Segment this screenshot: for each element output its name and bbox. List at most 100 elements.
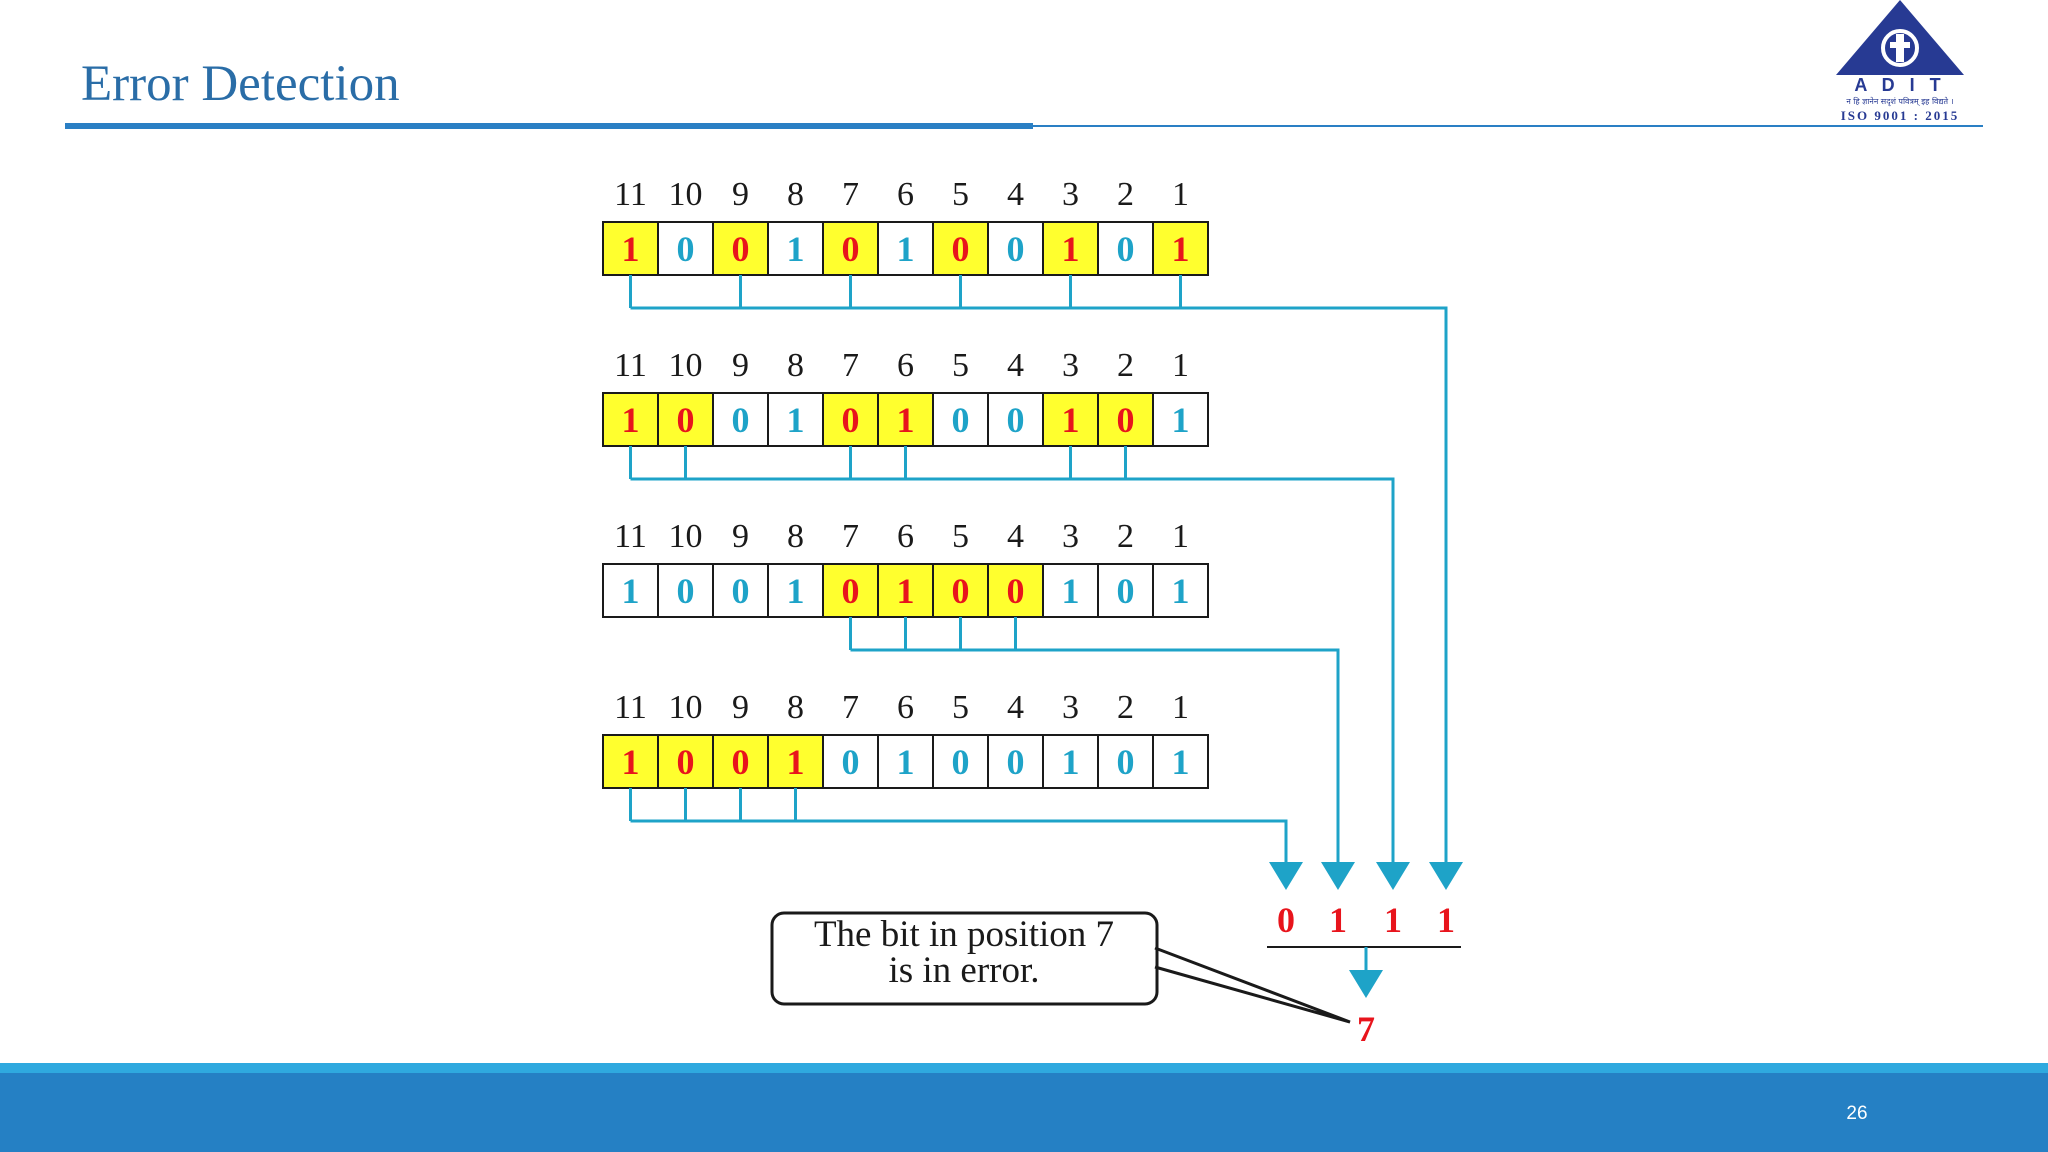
bit-value-6: 1 (897, 229, 915, 269)
position-label-11: 11 (614, 689, 647, 726)
slide-title: Error Detection (81, 56, 400, 112)
bit-value-6: 1 (897, 400, 915, 440)
parity-connectors (629, 275, 1463, 890)
logo-emblem-cross (1890, 42, 1910, 48)
position-label-9: 9 (732, 347, 749, 384)
connector-arrow-4 (1269, 862, 1303, 890)
bit-value-10: 0 (677, 229, 695, 269)
callout-line-1: The bit in position 7 (813, 914, 1115, 955)
slide-number: 26 (1846, 1103, 1868, 1124)
bit-cell-8 (767, 221, 824, 276)
connector-bus-4 (630, 819, 1288, 862)
callout-bubble (770, 911, 1351, 1024)
bit-value-11: 1 (622, 400, 640, 440)
position-label-6: 6 (897, 347, 914, 384)
bit-cell-9 (712, 221, 769, 276)
bit-value-11: 1 (622, 229, 640, 269)
bit-value-9: 0 (732, 742, 750, 782)
position-label-3: 3 (1062, 176, 1079, 213)
callout-box (770, 911, 1159, 1006)
syndrome-bit-2: 1 (1329, 900, 1347, 940)
bit-cell-7 (822, 221, 879, 276)
syndrome-bit-1: 0 (1277, 900, 1295, 940)
bit-value-7: 0 (842, 571, 860, 611)
position-label-7: 7 (842, 689, 859, 726)
position-label-8: 8 (787, 347, 804, 384)
callout-line-2: is in error. (888, 950, 1040, 991)
bit-cell-9 (712, 734, 769, 789)
logo-certification: ISO 9001 : 2015 (1841, 108, 1959, 123)
bit-cell-7 (822, 392, 879, 447)
position-label-9: 9 (732, 689, 749, 726)
position-label-2: 2 (1117, 518, 1134, 555)
bit-cell-3 (1042, 563, 1099, 618)
bit-cell-2 (1097, 734, 1154, 789)
bit-cell-9 (712, 392, 769, 447)
bit-value-11: 1 (622, 571, 640, 611)
position-label-11: 11 (614, 176, 647, 213)
bit-value-3: 1 (1062, 742, 1080, 782)
bit-value-2: 0 (1117, 742, 1135, 782)
bit-value-4: 0 (1007, 229, 1025, 269)
position-label-3: 3 (1062, 518, 1079, 555)
bit-value-2: 0 (1117, 400, 1135, 440)
bit-cell-7 (822, 563, 879, 618)
bit-cell-2 (1097, 221, 1154, 276)
bit-cell-6 (877, 563, 934, 618)
title-underline-thick (65, 123, 1033, 129)
bit-cell-4 (987, 563, 1044, 618)
bit-cell-1 (1152, 392, 1209, 447)
connector-arrow-1 (1429, 862, 1463, 890)
bit-value-9: 0 (732, 400, 750, 440)
logo-motto: न हि ज्ञानेन सदृशं पवित्रम् इह विद्यते । (1846, 96, 1953, 107)
position-label-7: 7 (842, 347, 859, 384)
position-label-4: 4 (1007, 689, 1024, 726)
bit-value-10: 0 (677, 571, 695, 611)
bit-value-1: 1 (1172, 229, 1190, 269)
bit-value-7: 0 (842, 742, 860, 782)
bit-value-5: 0 (952, 229, 970, 269)
logo-name: A D I T (1854, 75, 1945, 95)
bit-value-8: 1 (787, 742, 805, 782)
connector-bus-3 (850, 648, 1340, 862)
bit-cell-11 (602, 392, 659, 447)
position-label-3: 3 (1062, 689, 1079, 726)
bit-value-3: 1 (1062, 400, 1080, 440)
bit-cell-2 (1097, 563, 1154, 618)
position-label-6: 6 (897, 689, 914, 726)
bit-cell-4 (987, 392, 1044, 447)
bit-value-1: 1 (1172, 742, 1190, 782)
position-label-10: 10 (669, 176, 703, 213)
position-label-8: 8 (787, 689, 804, 726)
bit-cell-3 (1042, 392, 1099, 447)
position-label-6: 6 (897, 176, 914, 213)
bit-value-10: 0 (677, 400, 695, 440)
bit-cell-5 (932, 563, 989, 618)
position-label-5: 5 (952, 518, 969, 555)
error-position-value: 7 (1357, 1009, 1375, 1049)
position-label-9: 9 (732, 518, 749, 555)
bit-cell-1 (1152, 734, 1209, 789)
connector-bus-2 (630, 477, 1395, 862)
bit-cell-8 (767, 392, 824, 447)
syndrome-bit-4: 1 (1437, 900, 1455, 940)
position-label-5: 5 (952, 347, 969, 384)
bit-value-5: 0 (952, 742, 970, 782)
title-underline-thin (1033, 125, 1983, 127)
position-label-1: 1 (1172, 347, 1189, 384)
bit-value-7: 0 (842, 229, 860, 269)
position-label-8: 8 (787, 518, 804, 555)
position-label-6: 6 (897, 518, 914, 555)
position-label-4: 4 (1007, 347, 1024, 384)
position-label-4: 4 (1007, 518, 1024, 555)
bit-value-1: 1 (1172, 571, 1190, 611)
bit-value-8: 1 (787, 400, 805, 440)
callout-pointer (1154, 946, 1351, 1024)
bit-value-4: 0 (1007, 571, 1025, 611)
position-label-2: 2 (1117, 347, 1134, 384)
bit-value-10: 0 (677, 742, 695, 782)
